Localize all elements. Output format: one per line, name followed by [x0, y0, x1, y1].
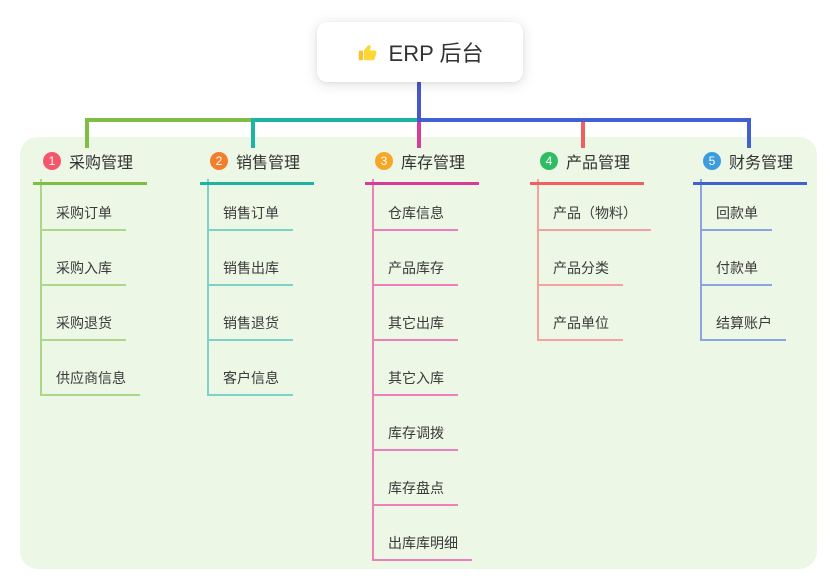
branch-2-item-4[interactable]: 客户信息: [207, 365, 293, 396]
branch-number-badge-3: 3: [375, 152, 393, 170]
branch-1-item-3[interactable]: 采购退货: [40, 310, 126, 341]
branch-bus-line-1: [85, 118, 253, 122]
branch-bus-line-2: [251, 118, 419, 122]
thumbs-up-icon: [357, 41, 379, 63]
branch-header-3[interactable]: 3 库存管理: [365, 147, 479, 185]
branch-4-item-1[interactable]: 产品（物料）: [537, 200, 651, 231]
branch-2-item-2[interactable]: 销售出库: [207, 255, 293, 286]
branch-title-4: 产品管理: [566, 155, 631, 172]
branch-1-item-4[interactable]: 供应商信息: [40, 365, 140, 396]
branch-header-1[interactable]: 1 采购管理: [33, 147, 147, 185]
branch-trunk-line-5: [700, 179, 702, 341]
branch-drop-line-5: [747, 118, 751, 148]
branch-trunk-line-3: [372, 179, 374, 561]
root-title: ERP 后台: [388, 41, 484, 66]
branch-title-2: 销售管理: [236, 155, 301, 172]
branch-2-item-3[interactable]: 销售退货: [207, 310, 293, 341]
branch-drop-line-1: [85, 118, 89, 148]
branch-3-item-6[interactable]: 库存盘点: [372, 475, 458, 506]
branch-drop-line-3: [417, 118, 421, 148]
branch-header-5[interactable]: 5 财务管理: [693, 147, 807, 185]
branch-trunk-line-2: [207, 179, 209, 396]
branch-number-badge-1: 1: [43, 152, 61, 170]
branch-drop-line-2: [251, 118, 255, 148]
branch-title-3: 库存管理: [401, 155, 466, 172]
branch-trunk-line-4: [537, 179, 539, 341]
branch-bus-line-3: [417, 118, 751, 122]
branches-panel: [20, 137, 817, 569]
branch-trunk-line-1: [40, 179, 42, 396]
branch-3-item-5[interactable]: 库存调拨: [372, 420, 458, 451]
root-stem-line: [417, 82, 421, 122]
branch-5-item-1[interactable]: 回款单: [700, 200, 772, 231]
branch-3-item-2[interactable]: 产品库存: [372, 255, 458, 286]
branch-number-badge-5: 5: [703, 152, 721, 170]
branch-1-item-1[interactable]: 采购订单: [40, 200, 126, 231]
branch-2-item-1[interactable]: 销售订单: [207, 200, 293, 231]
branch-number-badge-2: 2: [210, 152, 228, 170]
branch-3-item-7[interactable]: 出库库明细: [372, 530, 472, 561]
branch-3-item-4[interactable]: 其它入库: [372, 365, 458, 396]
branch-4-item-2[interactable]: 产品分类: [537, 255, 623, 286]
branch-1-item-2[interactable]: 采购入库: [40, 255, 126, 286]
branch-3-item-1[interactable]: 仓库信息: [372, 200, 458, 231]
branch-3-item-3[interactable]: 其它出库: [372, 310, 458, 341]
branch-5-item-2[interactable]: 付款单: [700, 255, 772, 286]
branch-header-2[interactable]: 2 销售管理: [200, 147, 314, 185]
branch-4-item-3[interactable]: 产品单位: [537, 310, 623, 341]
branch-5-item-3[interactable]: 结算账户: [700, 310, 786, 341]
root-node[interactable]: ERP 后台: [317, 22, 523, 82]
branch-title-5: 财务管理: [729, 155, 794, 172]
branch-drop-line-4: [581, 118, 585, 148]
branch-title-1: 采购管理: [69, 155, 134, 172]
branch-number-badge-4: 4: [540, 152, 558, 170]
branch-header-4[interactable]: 4 产品管理: [530, 147, 644, 185]
